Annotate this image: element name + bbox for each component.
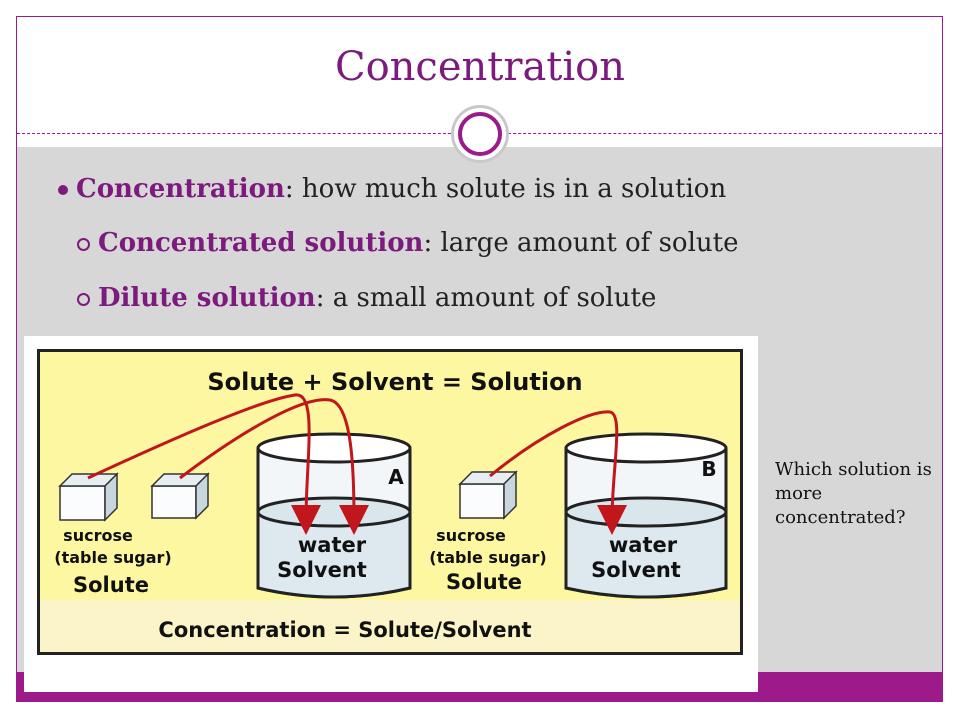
bullet-definition: : large amount of solute (423, 228, 739, 258)
arrow-cube1-to-a (87, 393, 322, 535)
arrow-cube3-to-b (489, 410, 628, 535)
beaker-a-water-label: water (298, 533, 367, 557)
slide-title: Concentration (334, 44, 626, 90)
bullet-concentrated-solution: Concentrated solution: large amount of s… (77, 228, 738, 258)
beaker-b-solvent-label: Solvent (591, 558, 681, 582)
sugar-cube-icon (150, 472, 210, 520)
sugar-cube-icon (58, 472, 119, 522)
bullet-ring-icon (77, 292, 90, 306)
slide-frame (16, 16, 943, 702)
bullet-dilute-solution: Dilute solution: a small amount of solut… (77, 283, 656, 313)
bullet-term: Dilute solution (98, 283, 316, 313)
footer-band (40, 600, 740, 652)
solute-a-label: Solute (73, 573, 149, 597)
bullet-definition: : a small amount of solute (315, 283, 657, 313)
solute-a-sucrose-label: sucrose (63, 526, 133, 545)
solute-b-sucrose-label: sucrose (436, 526, 506, 545)
divider-ornament-ring (458, 112, 502, 156)
beaker-b-water-label: water (609, 533, 678, 557)
beaker-a-label: A (388, 465, 404, 489)
bullet-term: Concentration (76, 174, 285, 204)
diagram-footer: Concentration = Solute/Solvent (158, 618, 531, 642)
bullet-definition: : how much solute is in a solution (284, 174, 727, 204)
transfer-arrows (87, 393, 628, 535)
side-question: Which solution is more concentrated? (775, 459, 932, 528)
bullet-ring-icon (77, 237, 90, 251)
beaker-a-solvent-label: Solvent (277, 558, 367, 582)
bullet-concentration: Concentration: how much solute is in a s… (58, 174, 726, 204)
bullet-term: Concentrated solution (98, 228, 424, 258)
bullet-dot-icon (58, 185, 68, 195)
solute-b-table-sugar-label: (table sugar) (429, 548, 546, 567)
arrow-cube2-to-a (179, 398, 369, 535)
solute-a-table-sugar-label: (table sugar) (54, 548, 171, 567)
sugar-cube-icon (458, 470, 518, 520)
beaker-b-label: B (701, 457, 716, 481)
diagram-heading: Solute + Solvent = Solution (207, 368, 582, 396)
solute-b-label: Solute (446, 570, 522, 594)
